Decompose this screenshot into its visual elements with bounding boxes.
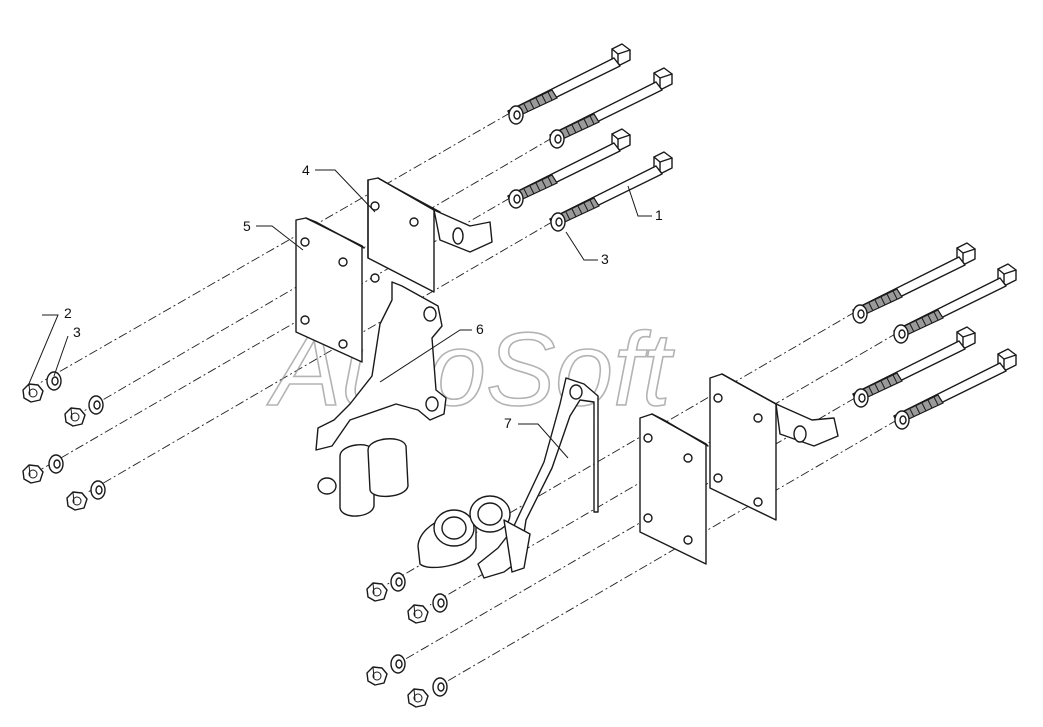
clamp-bracket-lower <box>417 377 599 579</box>
callout-3-left: 3 <box>73 324 81 340</box>
bolts-upper <box>507 43 673 232</box>
clamp-bracket-upper <box>315 281 447 517</box>
callout-5: 5 <box>243 218 251 234</box>
nuts-lower <box>366 572 448 708</box>
callout-3-right: 3 <box>601 251 609 267</box>
bracket-lower <box>709 373 839 521</box>
callout-6: 6 <box>476 321 484 337</box>
callout-1: 1 <box>655 207 663 223</box>
leader-lines <box>27 169 652 459</box>
plate-lower <box>639 413 709 565</box>
plate-upper <box>295 217 365 363</box>
callout-7: 7 <box>504 415 512 431</box>
callout-4: 4 <box>302 162 310 178</box>
callout-2: 2 <box>64 305 72 321</box>
callout-labels: 1 2 3 3 4 5 6 7 <box>64 162 663 431</box>
bolts-lower <box>852 242 1017 430</box>
bracket-upper <box>367 177 493 303</box>
nuts-left <box>22 371 106 511</box>
centerlines-left <box>37 112 553 493</box>
